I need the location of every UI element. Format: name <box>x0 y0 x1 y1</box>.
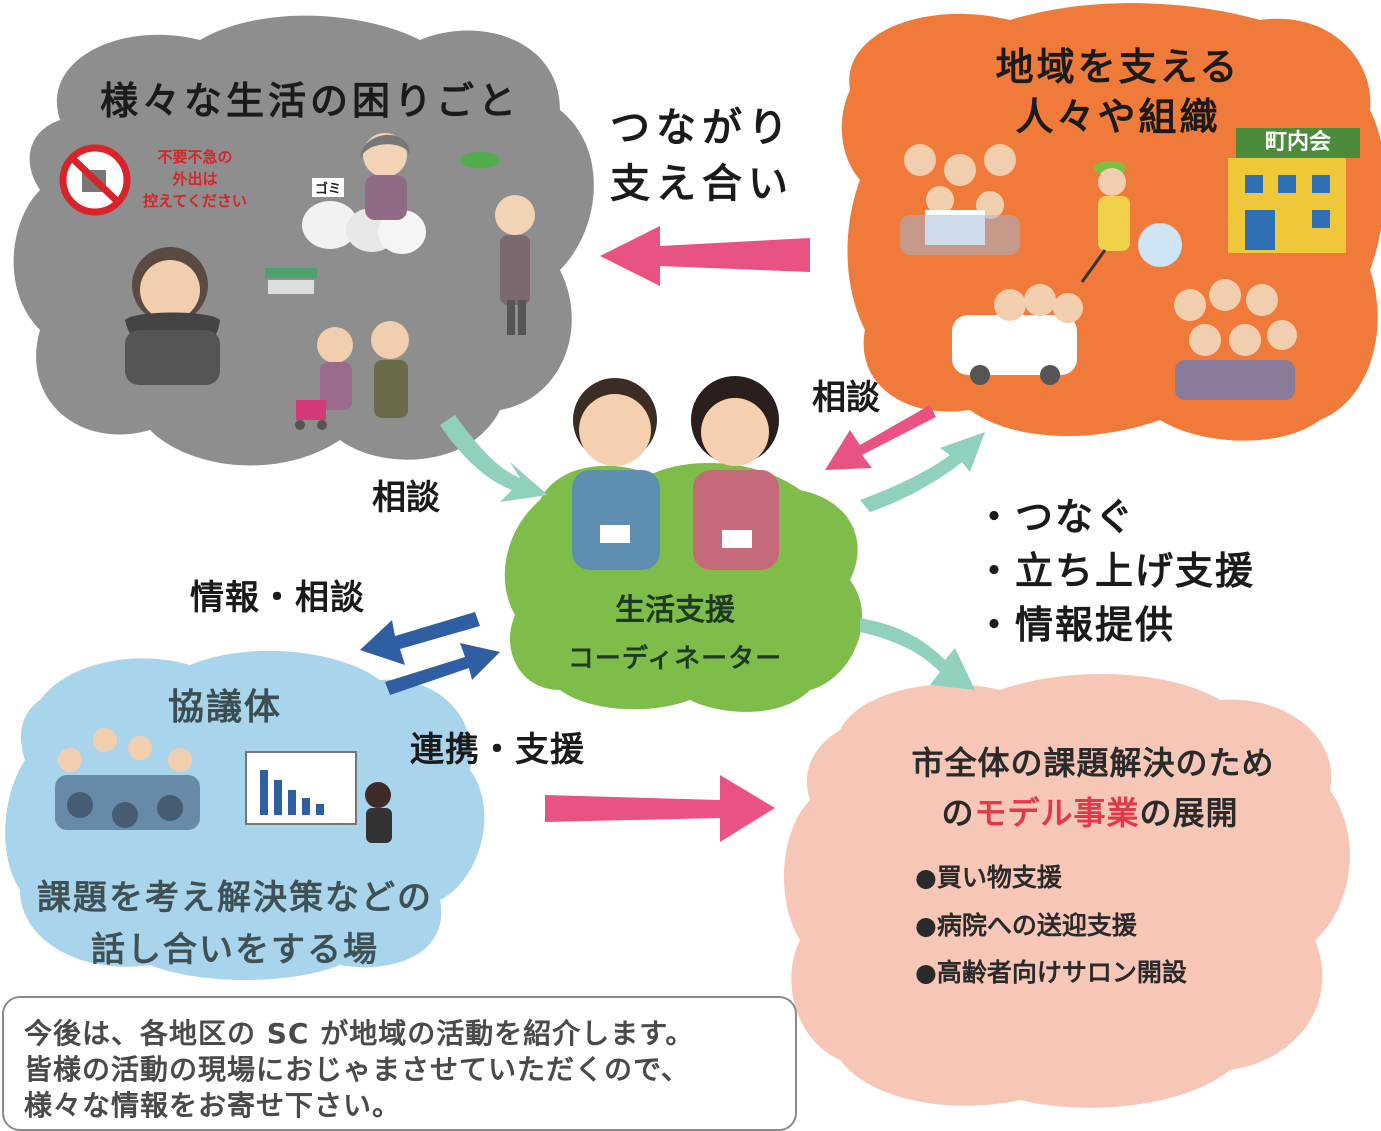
model-item: ●買い物支援 <box>915 863 1062 892</box>
community-title-line2: 人々や組織 <box>1015 95 1221 139</box>
model-title-line1: 市全体の課題解決のため <box>911 744 1275 782</box>
town-association-sign: 町内会 <box>1236 128 1360 158</box>
notice-box: 今後は、各地区の SC が地域の活動を紹介します。 皆様の活動の現場におじゃまさ… <box>2 996 797 1131</box>
cheering-crowd-illustration <box>1174 279 1297 400</box>
council-title: 協議体 <box>168 687 283 728</box>
role-item: ・立ち上げ支援 <box>975 549 1256 593</box>
cooperation-label: 連携・支援 <box>410 730 585 770</box>
consult-arrow-right <box>825 405 936 470</box>
model-project-highlight: モデル事業 <box>974 794 1140 832</box>
role-item: ・つなぐ <box>975 495 1136 539</box>
garbage-label: ゴミ <box>312 178 345 197</box>
consult-arrow-left <box>440 415 548 502</box>
shop-illustration <box>265 268 317 294</box>
sign-line: 不要不急の <box>157 148 233 166</box>
community-title-line1: 地域を支える <box>995 45 1241 89</box>
model-title-post: の展開 <box>1139 794 1239 832</box>
sign-line: 外出は <box>172 170 218 188</box>
support-arrow <box>600 226 810 286</box>
cooperation-arrow <box>385 643 500 695</box>
troubles-title: 様々な生活の困りごと <box>100 79 521 123</box>
develop-arrow <box>860 618 975 690</box>
no-outing-sign-text: 不要不急の 外出は 控えてください <box>140 146 250 212</box>
transport-van-illustration <box>952 284 1083 385</box>
connect-arrow <box>860 432 985 512</box>
coordinator-subtitle: コーディネーター <box>567 644 783 674</box>
notice-line: 今後は、各地区の SC が地域の活動を紹介します。 <box>24 1017 695 1050</box>
role-item: ・情報提供 <box>975 603 1176 647</box>
model-title-line2: のモデル事業の展開 <box>900 788 1280 834</box>
garbage-bags-illustration <box>302 201 426 254</box>
walker-elders-illustration <box>295 321 409 430</box>
consult-label-right: 相談 <box>812 378 880 418</box>
presentation-chart-illustration <box>245 751 392 843</box>
town-hall-illustration <box>1228 158 1346 253</box>
notice-line: 皆様の活動の現場におじゃまさせていただくので、 <box>24 1053 690 1086</box>
cleanup-volunteer-illustration <box>1080 161 1182 283</box>
model-title-pre: の <box>941 794 975 832</box>
sign-line: 控えてください <box>143 192 247 210</box>
council-description: 課題を考え解決策などの 話し合いをする場 <box>20 872 450 976</box>
expand-arrow <box>545 775 775 842</box>
neighbors-group-illustration <box>900 144 1020 255</box>
elderly-woman-illustration <box>360 133 410 220</box>
coordinator-roles-list: ・つなぐ ・立ち上げ支援 ・情報提供 <box>975 490 1255 652</box>
mutual-support-label: つながり 支え合い <box>610 100 810 212</box>
info-consult-label: 情報・相談 <box>190 578 365 618</box>
info-arrow <box>360 612 480 665</box>
council-desc-line2: 話し合いをする場 <box>91 930 379 970</box>
notice-line: 様々な情報をお寄せ下さい。 <box>24 1089 402 1122</box>
model-item: ●病院への送迎支援 <box>915 911 1137 940</box>
consult-label-left: 相談 <box>372 478 440 518</box>
coordinator-man-illustration <box>572 378 660 570</box>
community-title: 地域を支える 人々や組織 <box>968 42 1268 142</box>
coordinator-title: 生活支援 <box>615 593 735 628</box>
mutual-support-line2: 支え合い <box>610 161 794 207</box>
meeting-circle-illustration <box>55 728 200 830</box>
model-cloud <box>783 673 1350 1108</box>
elderly-man-lamp-illustration <box>460 152 535 335</box>
no-outing-sign <box>59 144 131 216</box>
coordinator-woman-illustration <box>691 376 779 570</box>
council-cloud <box>5 650 485 980</box>
council-desc-line1: 課題を考え解決策などの <box>37 878 433 918</box>
lonely-elder-illustration <box>125 247 220 385</box>
mutual-support-line1: つながり <box>610 105 794 151</box>
model-item: ●高齢者向けサロン開設 <box>915 958 1187 987</box>
